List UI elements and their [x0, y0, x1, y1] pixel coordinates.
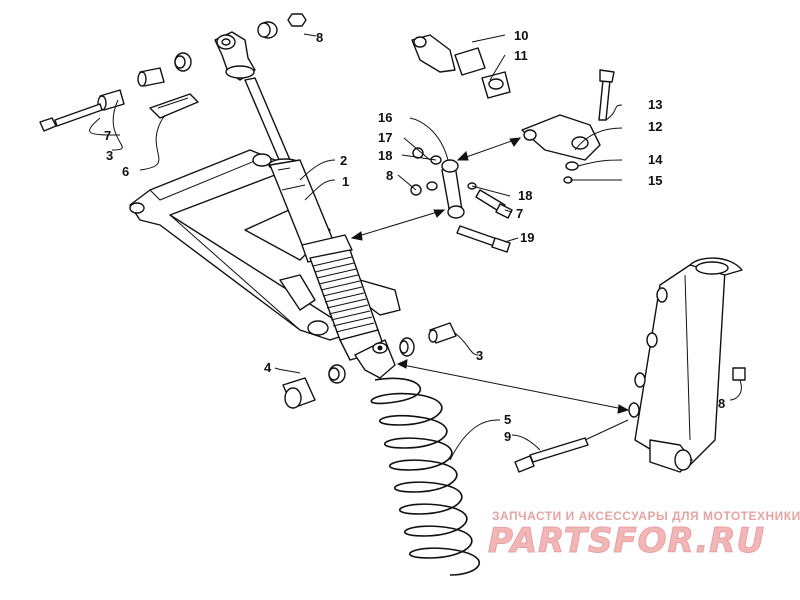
callout-11: 11	[514, 48, 528, 63]
watermark: ЗАПЧАСТИ И АКСЕССУАРЫ ДЛЯ МОТОТЕХНИКИ PA…	[488, 509, 800, 562]
callout-18-right: 18	[518, 188, 532, 203]
callout-7-right: 7	[516, 206, 523, 221]
callout-13: 13	[648, 97, 662, 112]
callout-6: 6	[122, 164, 129, 179]
callout-7-left: 7	[104, 128, 111, 143]
upper-mount-hardware	[39, 13, 307, 132]
callout-18-left: 18	[378, 148, 392, 163]
callout-8-mid: 8	[386, 168, 393, 183]
callout-1: 1	[342, 174, 349, 189]
callout-14: 14	[648, 152, 663, 167]
callout-19: 19	[520, 230, 534, 245]
spindle	[628, 257, 746, 473]
callout-3-lower: 3	[476, 348, 483, 363]
watermark-brand: PARTSFOR.RU	[488, 521, 765, 561]
callout-8-right: 8	[718, 396, 725, 411]
shock-absorber	[214, 31, 396, 379]
leader-lines	[89, 33, 742, 461]
callout-10: 10	[514, 28, 528, 43]
sway-bar-arm	[411, 34, 615, 184]
callout-16: 16	[378, 110, 392, 125]
callout-17: 17	[378, 130, 392, 145]
coil-spring	[370, 377, 480, 576]
callout-2: 2	[340, 153, 347, 168]
callout-numbers: 1 2 3 3 4 5 6 7 7 8 8 8 9 10 11 12 13 14…	[104, 28, 725, 444]
watermark-tagline: ЗАПЧАСТИ И АКСЕССУАРЫ ДЛЯ МОТОТЕХНИКИ	[492, 509, 800, 523]
callout-8-top: 8	[316, 30, 323, 45]
callout-15: 15	[648, 173, 662, 188]
callout-9: 9	[504, 429, 511, 444]
lower-mount-hardware	[282, 322, 589, 473]
callout-4: 4	[264, 360, 272, 375]
callout-5: 5	[504, 412, 511, 427]
callout-3-upper: 3	[106, 148, 113, 163]
stabilizer-link	[410, 147, 513, 253]
callout-12: 12	[648, 119, 662, 134]
